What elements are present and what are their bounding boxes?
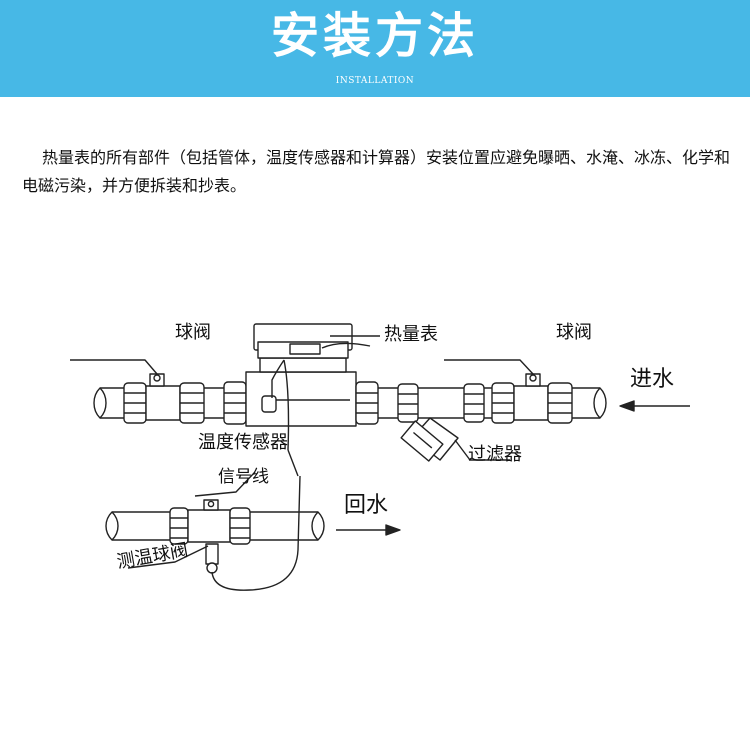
left-ball-valve <box>70 359 205 424</box>
label-water-in: 进水 <box>630 367 674 392</box>
label-signal-line: 信号线 <box>218 467 269 487</box>
water-return-arrow <box>336 524 401 536</box>
label-water-return: 回水 <box>344 493 388 518</box>
label-ball-valve-left: 球阀 <box>175 322 211 343</box>
filter <box>397 383 510 462</box>
label-heat-meter: 热量表 <box>384 324 438 345</box>
temp-sensor <box>261 359 290 451</box>
right-ball-valve <box>444 359 573 424</box>
water-in-arrow <box>619 400 690 412</box>
label-temp-ball-valve: 测温球阀 <box>115 540 190 573</box>
return-pipe <box>105 449 325 591</box>
page-title: 安装方法 <box>270 8 479 64</box>
installation-diagram: 球阀 热量表 球阀 进水 温度传感器 过滤器 信号线 回水 测温球阀 <box>70 322 690 591</box>
label-filter: 过滤器 <box>468 444 522 465</box>
label-temp-sensor: 温度传感器 <box>198 432 288 453</box>
label-ball-valve-right: 球阀 <box>556 322 592 343</box>
installation-description: 热量表的所有部件（包括管体，温度传感器和计算器）安装位置应避免曝晒、水淹、冰冻、… <box>22 148 731 195</box>
page-subtitle: INSTALLATION <box>335 76 415 86</box>
heat-meter <box>223 323 380 427</box>
header-banner: 安装方法 INSTALLATION <box>0 0 750 97</box>
